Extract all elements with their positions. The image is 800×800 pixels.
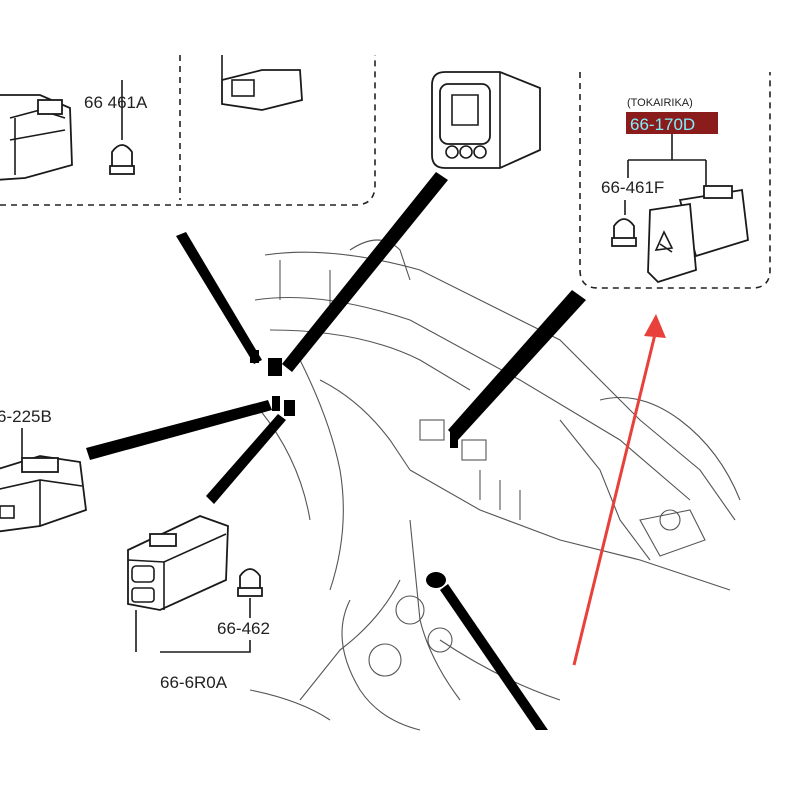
callout-box: (TOKAIRIKA) 66-170D 66-461F: [579, 72, 771, 289]
left-switch: 6-225B: [0, 407, 87, 533]
top-small-part: [221, 55, 303, 111]
label-66-6r0a: 66-6R0A: [160, 673, 228, 692]
dashboard-sketch: [249, 239, 741, 731]
bulb-66-461a: [109, 144, 135, 175]
dash-switch-markers: [250, 350, 458, 588]
lower-switch: [127, 515, 229, 652]
supplier-label: (TOKAIRIKA): [627, 97, 693, 109]
hazard-switch: [647, 185, 749, 284]
part-number-66-170d: 66-170D: [630, 115, 695, 134]
leader-lines: [86, 172, 586, 730]
label-6-225b: 6-225B: [0, 407, 52, 426]
part-number-highlight: [626, 112, 718, 134]
bulb-66-461f: [611, 200, 637, 247]
label-66-462: 66-462: [217, 619, 270, 638]
label-66-461f: 66-461F: [601, 178, 664, 197]
bulb-66-462: 66-462: [160, 568, 270, 653]
top-left-switch: [0, 94, 73, 181]
top-center-switch: [431, 71, 541, 169]
top-left-detail-box: 66 461A: [0, 55, 376, 206]
red-annotation-arrow: [572, 314, 666, 666]
label-66-461a: 66 461A: [84, 93, 148, 112]
